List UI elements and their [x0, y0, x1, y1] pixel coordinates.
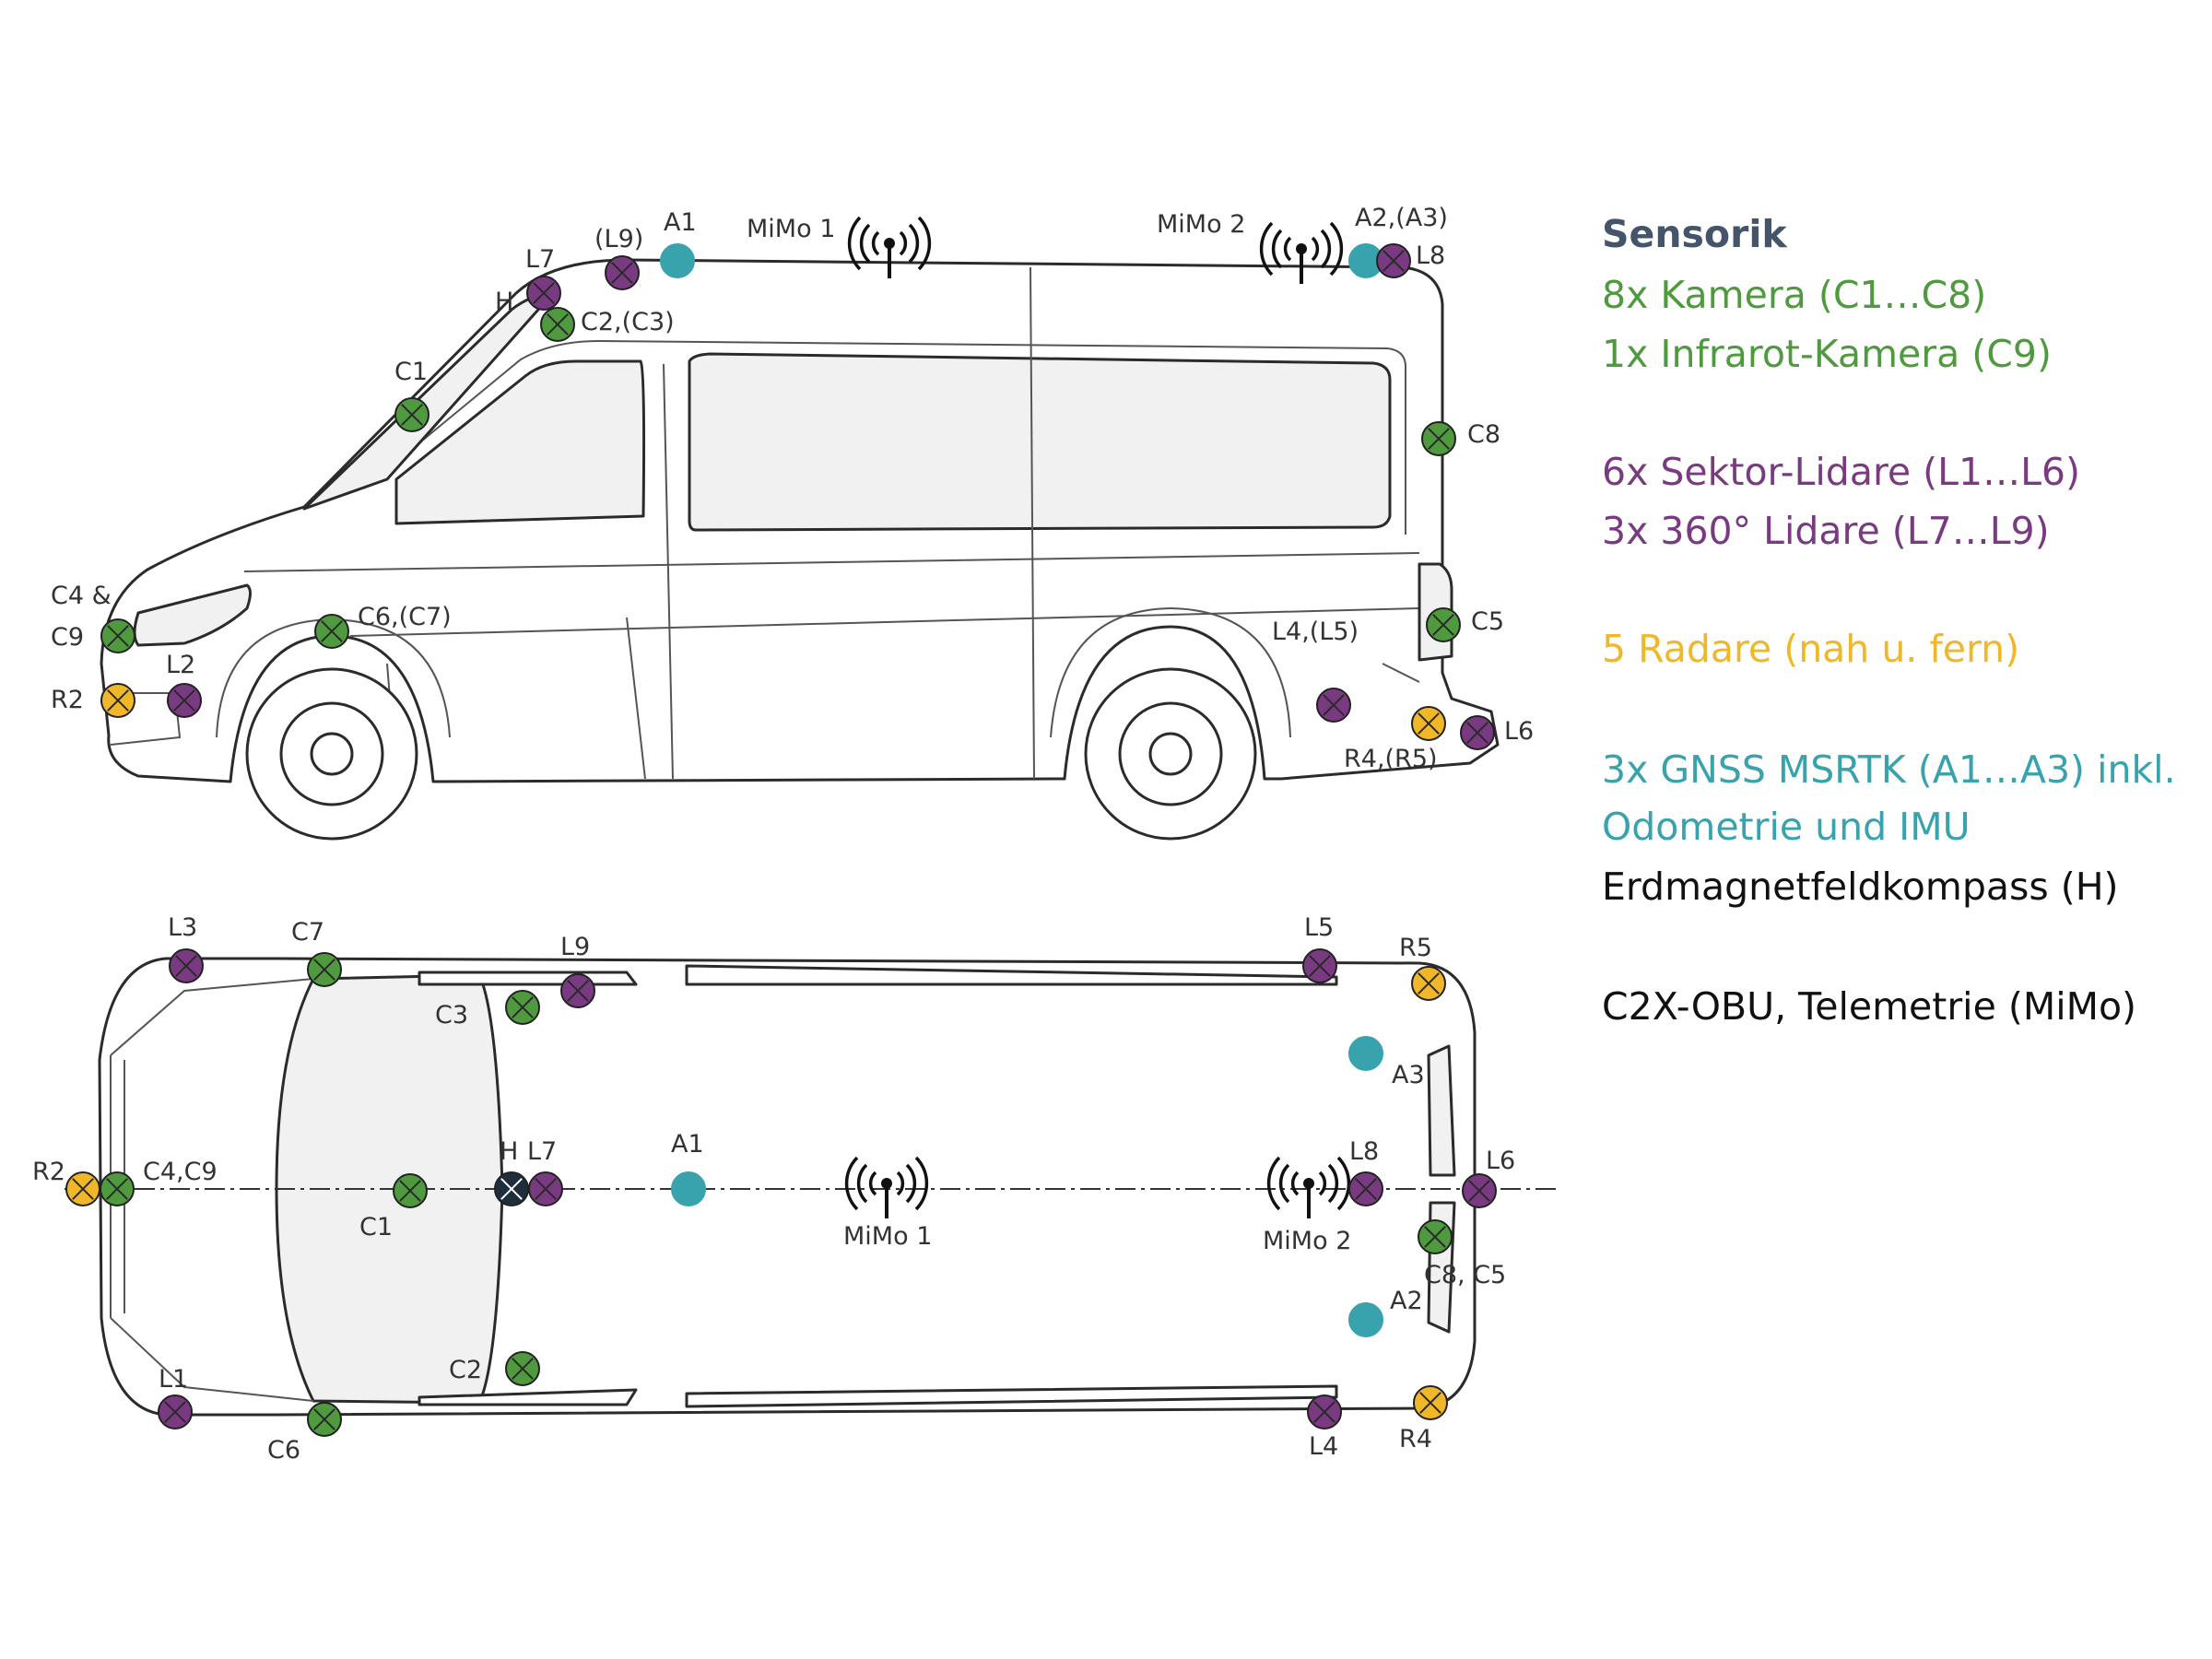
side-label-a1: A1 [664, 208, 697, 237]
top-label-a1: A1 [671, 1130, 704, 1159]
top-label-mimo1: MiMo 1 [843, 1222, 932, 1251]
side-rear-wheel [1084, 667, 1257, 841]
side-label-c4-2: C9 [51, 623, 84, 652]
side-sensor-a1 [660, 243, 695, 278]
top-sensor-l1 [158, 1394, 193, 1430]
top-sensor-c1 [393, 1173, 428, 1208]
side-label-r4-r5: R4,(R5) [1344, 745, 1438, 773]
side-label-l9: (L9) [594, 225, 643, 253]
legend-telemetry: C2X-OBU, Telemetrie (MiMo) [1602, 984, 2137, 1029]
top-label-c8-c5: C8, C5 [1424, 1261, 1506, 1289]
side-label-c5: C5 [1471, 607, 1504, 636]
top-rear-light-right [1427, 1044, 1456, 1177]
side-sensor-l8 [1376, 243, 1411, 278]
side-sensor-c1 [394, 397, 429, 432]
top-label-l1: L1 [159, 1365, 188, 1394]
top-label-r2: R2 [32, 1158, 65, 1186]
side-label-l8: L8 [1416, 241, 1445, 270]
side-front-window [394, 359, 646, 525]
side-label-r2: R2 [51, 686, 84, 714]
top-label-l5: L5 [1304, 913, 1334, 942]
legend-radar: 5 Radare (nah u. fern) [1602, 627, 2020, 671]
side-label-l4-l5: L4,(L5) [1272, 618, 1359, 646]
side-view: A1 (L9) L7 H C2,(C3) C1 MiMo 1 MiMo 2 A2… [51, 204, 1534, 841]
top-sensor-c2 [505, 1351, 540, 1386]
top-label-h: H [500, 1137, 518, 1166]
legend-compass: Erdmagnetfeldkompass (H) [1602, 865, 2119, 909]
side-label-mimo2: MiMo 2 [1157, 210, 1245, 239]
side-sensor-l9 [605, 255, 640, 290]
top-label-r4: R4 [1399, 1425, 1432, 1453]
top-sensor-r2 [65, 1171, 100, 1206]
legend-ir-camera: 1x Infrarot-Kamera (C9) [1602, 332, 2052, 376]
top-label-l7: L7 [527, 1137, 557, 1166]
top-sensor-l7 [528, 1171, 563, 1206]
top-label-l8: L8 [1349, 1137, 1379, 1166]
side-sensor-c6-c7 [314, 614, 349, 649]
side-sensor-c5 [1426, 607, 1461, 642]
top-label-c2: C2 [449, 1356, 482, 1384]
side-label-l6: L6 [1504, 717, 1534, 746]
side-sensor-c4-c9 [100, 618, 135, 653]
top-sensor-c8-c5 [1418, 1219, 1453, 1254]
side-label-c1: C1 [394, 358, 428, 386]
top-sensor-a2 [1348, 1302, 1383, 1337]
top-label-l3: L3 [168, 913, 197, 942]
top-sensor-l5 [1302, 948, 1337, 983]
side-rear-window [688, 352, 1392, 532]
top-sensor-l9 [560, 973, 595, 1008]
top-label-a3: A3 [1392, 1061, 1425, 1089]
side-label-c6-c7: C6,(C7) [358, 603, 452, 631]
side-front-wheel [245, 667, 418, 841]
legend-cameras: 8x Kamera (C1…C8) [1602, 273, 1987, 317]
legend-360-lidar: 3x 360° Lidare (L7…L9) [1602, 509, 2050, 553]
top-sensor-c3 [505, 990, 540, 1025]
legend-title: Sensorik [1602, 212, 1787, 256]
side-label-c2-c3: C2,(C3) [581, 308, 675, 336]
side-label-mimo1: MiMo 1 [747, 215, 835, 243]
top-sensor-l3 [169, 948, 204, 983]
top-sensor-c6 [307, 1402, 342, 1437]
side-label-c4-1: C4 & [51, 582, 112, 610]
top-sensor-c4-c9 [100, 1171, 135, 1206]
top-sensor-r5 [1411, 966, 1446, 1001]
top-sensor-c7 [307, 952, 342, 987]
top-label-r5: R5 [1399, 934, 1432, 962]
top-label-c3: C3 [435, 1001, 468, 1030]
top-sensor-l8 [1348, 1171, 1383, 1206]
side-sensor-l4-l5 [1316, 688, 1351, 723]
side-label-c8: C8 [1467, 420, 1500, 449]
side-label-l7: L7 [525, 245, 555, 274]
side-label-l2: L2 [166, 651, 195, 679]
top-label-mimo2: MiMo 2 [1263, 1227, 1351, 1255]
top-sensor-r4 [1413, 1385, 1448, 1420]
side-sensor-c8 [1421, 421, 1456, 456]
top-sensor-h [494, 1171, 529, 1206]
top-label-l9: L9 [560, 933, 590, 961]
top-sensor-a1 [671, 1171, 706, 1206]
side-sensor-r4-r5 [1411, 706, 1446, 741]
legend-gnss-2: Odometrie und IMU [1602, 805, 1971, 849]
legend-gnss-1: 3x GNSS MSRTK (A1…A3) inkl. [1602, 747, 2176, 792]
top-label-a2: A2 [1390, 1287, 1423, 1315]
top-sensor-l4 [1307, 1394, 1342, 1430]
side-label-a2-a3: A2,(A3) [1355, 204, 1448, 232]
top-label-c1: C1 [359, 1213, 393, 1241]
top-label-c7: C7 [291, 918, 324, 947]
side-sensor-c2-c3 [540, 307, 575, 342]
side-label-h: H [495, 288, 513, 316]
side-sensor-r2 [100, 683, 135, 718]
top-label-c4-c9: C4,C9 [143, 1158, 218, 1186]
side-sensor-l7 [526, 276, 561, 311]
top-label-c6: C6 [267, 1436, 300, 1465]
side-sensor-l2 [167, 683, 202, 718]
top-sensor-l6 [1462, 1173, 1497, 1208]
top-label-l6: L6 [1486, 1147, 1515, 1175]
side-sensor-l6 [1460, 715, 1495, 750]
top-sensor-a3 [1348, 1036, 1383, 1071]
top-label-l4: L4 [1309, 1432, 1338, 1461]
legend-sector-lidar: 6x Sektor-Lidare (L1…L6) [1602, 450, 2081, 494]
top-view: L3 C7 L9 C3 L5 R5 A3 R2 C4,C9 C1 H L7 A1… [32, 913, 1558, 1465]
